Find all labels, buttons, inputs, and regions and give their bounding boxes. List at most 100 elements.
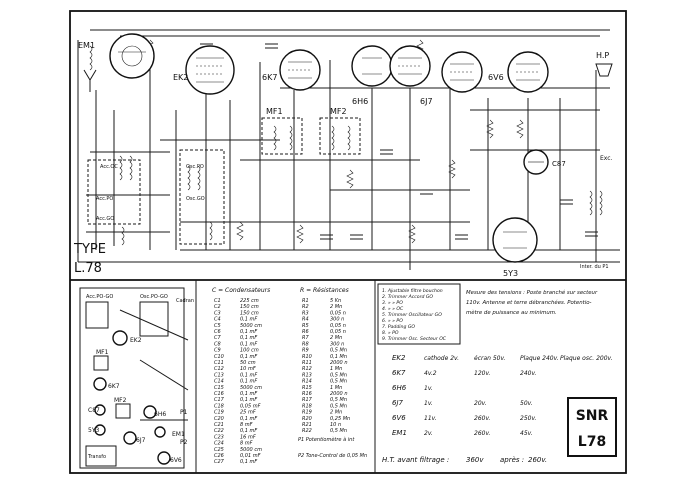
resistor-id: R14 [302, 379, 312, 385]
osc-go-label: Osc.GO [186, 196, 205, 202]
capacitor-value: 16 mF [240, 434, 256, 440]
capacitor-id: C26 [214, 453, 224, 459]
resistor-id: R1 [302, 298, 309, 304]
resistor-value: 0,05 n [330, 323, 346, 329]
resistor-value: 1 Mn [330, 385, 342, 391]
capacitor-value: 100 cm [240, 348, 259, 354]
resistor-value: 1 Mn [330, 366, 342, 372]
resistor-id: R6 [302, 329, 309, 335]
voltage-tube: 6V6 [392, 414, 406, 422]
model-title: L78 [578, 434, 606, 450]
chassis-p2-label: P2 [180, 439, 188, 446]
capacitor-id: C3 [214, 310, 221, 316]
capacitor-value: 5000 cm [240, 323, 262, 329]
c87-label: C87 [552, 160, 566, 168]
chassis-p1-label: P1 [180, 409, 188, 416]
capacitor-value: 0,05 mF [240, 403, 261, 409]
capacitor-id: C16 [214, 391, 224, 397]
ek2-label: EK2 [173, 73, 188, 82]
adjustment-item: 2. Trimmer Accord GO [382, 294, 433, 300]
resistor-id: R11 [302, 360, 312, 366]
resistor-value: 0,5 Mn [330, 397, 347, 403]
voltage-note-line2: 110v. Antenne et terre débranchées. Pote… [466, 299, 592, 306]
capacitor-id: C19 [214, 410, 224, 416]
resistor-value: 2000 n [330, 391, 347, 397]
if-transformer-mf2: MF2 [319, 107, 361, 155]
resistor-value: 0,1 Mn [330, 354, 347, 360]
resistor-value: 5 Kn [330, 298, 341, 304]
voltage-cell: Plaque 240v. [520, 355, 559, 362]
resistor-value: 0,5 Mn [330, 372, 347, 378]
voltage-tube: EM1 [392, 429, 407, 437]
capacitor-value: 5000 cm [240, 447, 262, 453]
ht-after-label: après : [500, 456, 524, 464]
capacitor-id: C15 [214, 385, 224, 391]
voltage-note-line1: Mesure des tensions : Poste branché sur … [466, 289, 598, 296]
voltage-cell: 45v. [520, 430, 533, 437]
resistor-id: R20 [302, 416, 312, 422]
capacitor-id: C4 [214, 317, 221, 323]
tube-6h6: 6H6 [351, 45, 393, 106]
capacitor-value: 0,1 mF [240, 341, 257, 347]
brand-label: SNR [576, 408, 609, 424]
chassis-c87-label: C87 [88, 407, 100, 414]
resistor-value: 2 Mn [330, 410, 342, 416]
resistor-id: R15 [302, 385, 312, 391]
capacitor-id: C25 [214, 447, 224, 453]
adjustment-item: 3. » » PO [382, 300, 403, 306]
tube-6j7: 6J7 [389, 45, 433, 106]
capacitor-value: 0,1 mF [240, 379, 257, 385]
voltage-tube: 6J7 [392, 399, 404, 407]
capacitor-id: C21 [214, 422, 224, 428]
type-label: TYPE [73, 242, 106, 257]
adjustment-item: 7. Padding GO [382, 324, 415, 330]
capacitor-id: C2 [214, 304, 221, 310]
resistor-value: 2 Mn [330, 335, 342, 341]
capacitor-id: C8 [214, 341, 221, 347]
chassis-5y3-label: 5Y3 [88, 427, 99, 434]
chassis-transfo-label: Transfo [87, 454, 106, 460]
capacitor-value: 50 cm [240, 360, 256, 366]
resistor-symbols [146, 39, 524, 244]
tube-5y3: 5Y3 [492, 217, 538, 278]
6h6-label: 6H6 [352, 97, 368, 106]
osc-po-label: Osc.PO [186, 164, 204, 170]
tube-em1: EM1 [78, 33, 155, 79]
capacitor-id: C14 [214, 379, 224, 385]
voltage-tube: EK2 [392, 354, 406, 362]
inter-label: Inter. du P1 [580, 264, 609, 270]
voltage-cell: 120v. [474, 370, 491, 377]
capacitor-value: 8 mF [240, 441, 253, 447]
resistor-value: 300 n [330, 317, 344, 323]
resistor-id: R5 [302, 323, 309, 329]
capacitor-value: 0,1 mF [240, 335, 257, 341]
voltage-cell: 4v.2 [424, 370, 437, 377]
capacitor-value: 0,1 mF [240, 317, 257, 323]
resistor-id: R19 [302, 410, 312, 416]
capacitor-id: C5 [214, 323, 221, 329]
adjustment-item: 8. » PO [382, 330, 399, 336]
mf2-label: MF2 [330, 107, 347, 116]
resistor-table-header: R = Résistances [300, 287, 349, 294]
resistor-value: 0,5 Mn [330, 428, 347, 434]
resistor-id: R22 [302, 428, 312, 434]
chassis-acc-label: Acc.PO-GO [86, 294, 113, 300]
voltage-note: Mesure des tensions : Poste branché sur … [466, 289, 598, 316]
resistor-value: 300 n [330, 341, 344, 347]
acc-po-label: Acc.PO [96, 196, 113, 202]
ht-after: 260v. [528, 456, 547, 464]
resistor-value: 2000 n [330, 360, 347, 366]
voltage-note-line3: mètre de puissance au minimum. [466, 309, 557, 316]
chassis-6k7-label: 6K7 [108, 383, 120, 390]
voltage-cell: 260v. [474, 415, 491, 422]
tube-6v6-a: 6V6 [441, 51, 504, 93]
capacitor-id: C13 [214, 372, 224, 378]
capacitor-symbols [200, 43, 598, 240]
tube-c87: C87 [523, 149, 566, 175]
6j7-label: 6J7 [420, 97, 433, 106]
voltage-cell: Plaque osc. 200v. [560, 355, 613, 362]
resistor-id: R18 [302, 403, 312, 409]
capacitor-value: 0,1 mF [240, 354, 257, 360]
